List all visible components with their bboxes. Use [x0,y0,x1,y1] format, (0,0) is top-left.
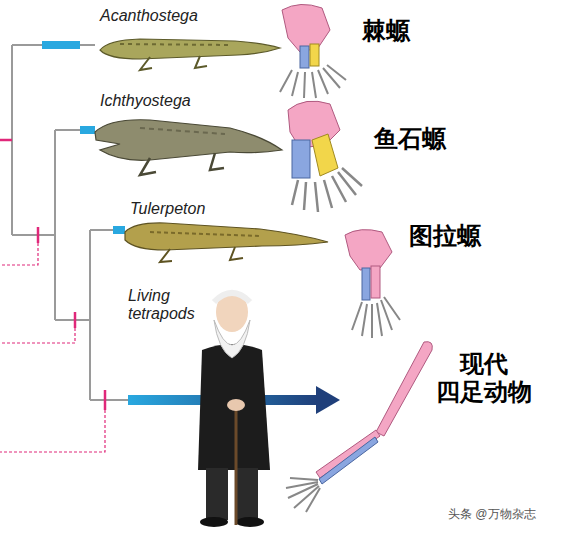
dashed-link [0,243,38,265]
limb-bone [316,430,380,478]
acanthostega-limb [280,4,346,98]
taxon-name: Ichthyostega [100,92,240,110]
shoe [236,517,264,527]
pink-tick [0,139,12,142]
pink-tick [104,390,107,410]
animal-body [100,39,280,59]
limb-bone [371,266,380,298]
pink-marks [0,140,105,410]
tree-branch [12,234,55,236]
tree-branch [89,230,91,400]
limb-digits [352,297,400,338]
dashed-links [0,243,105,452]
darwin-figure [198,292,270,527]
ichthyostega-limb [288,101,362,212]
taxon-name-zh: 现代 四足动物 [428,350,540,405]
limb-bone [376,342,432,436]
animal-limbs [140,153,224,175]
taxon-name-zh: 图拉螈 [409,222,519,250]
taxon-name-zh: 棘螈 [362,17,442,45]
animal-body [125,223,328,250]
animal-limbs [160,247,243,262]
tree-branch [55,319,90,321]
shoe [200,517,228,527]
tulerpeton-figure [125,223,328,262]
animal-pattern [150,232,260,236]
acanthostega-figure [100,39,280,70]
limb-bone [345,230,392,270]
animal-pattern [120,44,230,45]
animal-pattern [140,128,225,134]
branch-bar [80,126,95,134]
tulerpeton-limb [345,230,400,338]
pink-tick [74,312,77,328]
limb-bone [300,46,309,68]
beard [214,320,250,358]
dashed-link [0,410,105,452]
cane [235,405,238,525]
branch-bar [42,41,80,49]
limb-digits [280,65,346,98]
taxon-name: Acanthostega [100,7,240,25]
limb-bone [319,437,378,484]
leg [206,468,228,520]
branch-bar [113,226,125,234]
tree-branch [90,399,128,401]
limb-bone [310,44,319,66]
limb-bone [282,4,330,52]
limb-bone [312,134,338,176]
pink-tick [37,227,40,243]
limb-digits [286,478,320,512]
taxon-name: Living tetrapods [128,287,220,324]
limb-digits [292,168,362,212]
ichthyostega-figure [95,120,282,175]
modern-limb [286,342,432,512]
animal-body [95,120,282,161]
tree-branch [54,130,56,320]
watermark: 头条 @万物杂志 [448,508,563,522]
limb-bone [362,268,370,300]
animal-limbs [140,56,207,70]
leg [236,468,258,520]
hand [227,399,245,411]
taxon-name: Tulerpeton [130,200,270,218]
dashed-link [0,328,75,343]
taxon-name-zh: 鱼石螈 [374,125,484,153]
limb-bone [292,140,310,178]
coat [198,344,270,470]
hair [214,293,250,302]
arrow-head [316,386,340,414]
